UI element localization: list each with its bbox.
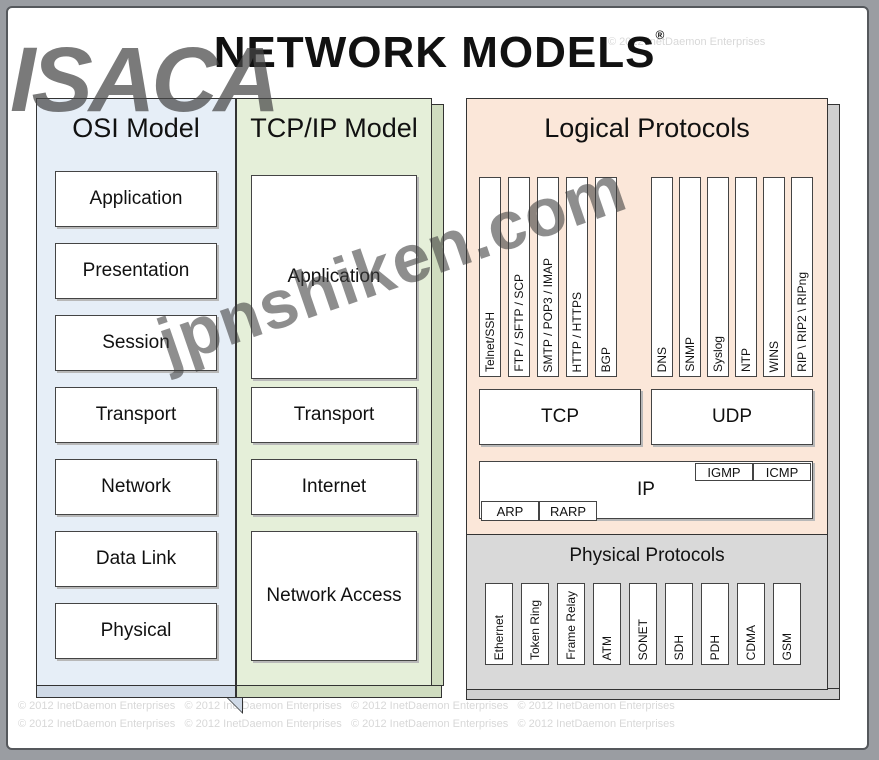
osi-layer-application: Application [55, 171, 217, 227]
logical-title: Logical Protocols [544, 113, 750, 143]
protocol-igmp: IGMP [695, 463, 753, 481]
protocol-dns: DNS [651, 177, 673, 377]
protocol-http-https: HTTP / HTTPS [566, 177, 588, 377]
tcpip-layer-transport: Transport [251, 387, 417, 443]
osi-layer-presentation: Presentation [55, 243, 217, 299]
logical-side-face [826, 104, 840, 700]
physical-pdh: PDH [701, 583, 729, 665]
protocol-rip: RIP \ RIP2 \ RIPng [791, 177, 813, 377]
protocol-bgp: BGP [595, 177, 617, 377]
protocol-telnet-ssh: Telnet/SSH [479, 177, 501, 377]
tcpip-model-panel: TCP/IP Model Application Transport Inter… [236, 98, 432, 686]
osi-title: OSI Model [72, 113, 200, 143]
protocol-icmp: ICMP [753, 463, 811, 481]
tcpip-layer-application: Application [251, 175, 417, 379]
protocol-udp: UDP [651, 389, 813, 445]
protocol-wins: WINS [763, 177, 785, 377]
protocol-smtp-pop3-imap: SMTP / POP3 / IMAP [537, 177, 559, 377]
osi-layer-network: Network [55, 459, 217, 515]
osi-layer-data-link: Data Link [55, 531, 217, 587]
physical-gsm: GSM [773, 583, 801, 665]
protocol-arp: ARP [481, 501, 539, 521]
osi-layer-session: Session [55, 315, 217, 371]
page-title: NETWORK MODELS® [213, 28, 666, 77]
protocol-tcp: TCP [479, 389, 641, 445]
osi-model-panel: OSI Model Application Presentation Sessi… [36, 98, 236, 686]
protocol-rarp: RARP [539, 501, 597, 521]
protocol-syslog: Syslog [707, 177, 729, 377]
physical-token-ring: Token Ring [521, 583, 549, 665]
physical-frame-relay: Frame Relay [557, 583, 585, 665]
physical-title: Physical Protocols [569, 545, 725, 566]
diagram-frame: © 2012 InetDaemon Enterprises © 2012 Ine… [6, 6, 869, 750]
tcpip-title: TCP/IP Model [250, 113, 418, 143]
logical-protocols-panel: Logical Protocols Telnet/SSH FTP / SFTP … [466, 98, 828, 536]
osi-bottom-face [36, 684, 236, 698]
osi-layer-transport: Transport [55, 387, 217, 443]
physical-ethernet: Ethernet [485, 583, 513, 665]
protocol-ftp-sftp-scp: FTP / SFTP / SCP [508, 177, 530, 377]
tcpip-side-face [430, 104, 444, 686]
protocol-ip-label: IP [637, 479, 655, 500]
physical-protocols-panel: Physical Protocols Ethernet Token Ring F… [466, 534, 828, 690]
physical-sonet: SONET [629, 583, 657, 665]
physical-atm: ATM [593, 583, 621, 665]
tcpip-layer-network-access: Network Access [251, 531, 417, 661]
osi-layer-physical: Physical [55, 603, 217, 659]
isaca-logo: ISACA [10, 29, 280, 131]
physical-sdh: SDH [665, 583, 693, 665]
protocol-snmp: SNMP [679, 177, 701, 377]
physical-cdma: CDMA [737, 583, 765, 665]
protocol-ntp: NTP [735, 177, 757, 377]
copyright-line-bottom-2: © 2012 InetDaemon Enterprises © 2012 Ine… [18, 718, 675, 730]
copyright-line-bottom-1: © 2012 InetDaemon Enterprises © 2012 Ine… [18, 700, 675, 712]
tcpip-layer-internet: Internet [251, 459, 417, 515]
tcpip-bottom-face [236, 684, 442, 698]
copyright-line-top: © 2012 InetDaemon Enterprises [608, 36, 766, 48]
